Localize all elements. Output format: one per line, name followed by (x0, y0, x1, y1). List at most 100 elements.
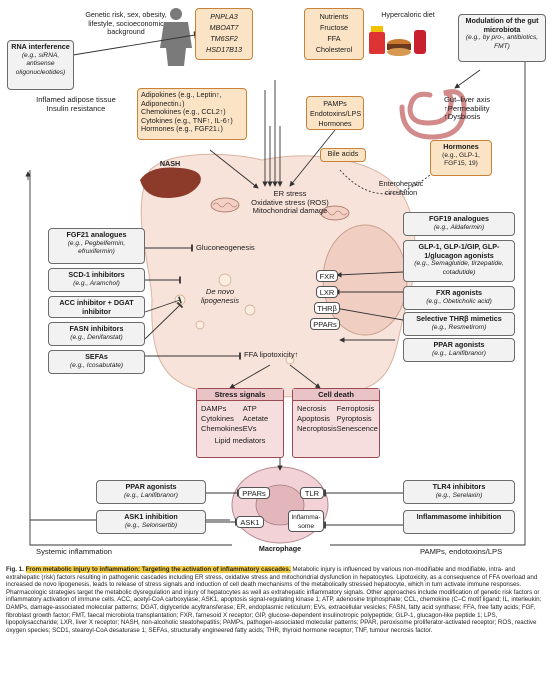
ask1-inhibition-title: ASK1 inhibition (124, 512, 178, 521)
adipose-label: Inflamed adipose tissue Insulin resistan… (36, 95, 116, 113)
receptor-fxr: FXR (316, 270, 338, 282)
gut-modulation-sub: (e.g., by pro-, antibiotics, FMT) (465, 34, 539, 50)
inflammasome-inhibition-box: Inflammasome inhibition (403, 510, 515, 534)
lipid-droplet (218, 273, 232, 287)
adipokines-box: Adipokines (e.g., Leptin↑, Adiponectin↓)… (137, 88, 247, 140)
fgf21-box: FGF21 analogues (e.g., Pegbelfermin, efr… (48, 228, 145, 264)
cell-death-item: Necrosis (297, 404, 327, 413)
nutrient-item: Cholesterol (315, 45, 353, 54)
gut-modulation-box: Modulation of the gut microbiota (e.g., … (458, 14, 546, 62)
cell-death-item: Pyroptosis (336, 414, 372, 423)
thr-title: Selective THRβ mimetics (416, 314, 502, 323)
tlr4-box: TLR4 inhibitors (e.g., Serelaxin) (403, 480, 515, 504)
fasn-box: FASN inhibitors (e.g., Denifanstat) (48, 322, 145, 346)
fgf21-title: FGF21 analogues (66, 230, 127, 239)
figure-caption: Fig. 1. From metabolic injury to inflamm… (6, 566, 548, 634)
cell-death-item: Apoptosis (297, 414, 330, 423)
ppar-agonists-right-title: PPAR agonists (433, 340, 485, 349)
receptor-ppars: PPARs (310, 318, 340, 330)
cell-death-box: Cell death Necrosis Ferroptosis Apoptosi… (292, 388, 380, 458)
fgf21-sub: (e.g., Pegbelfermin, efruxifermin) (67, 239, 126, 256)
nutrient-item: FFA (327, 34, 341, 43)
sefas-sub: (e.g., Icosabutate) (69, 361, 124, 369)
adipokine-item: Chemokines (e.g., CCL2↑) (141, 107, 226, 117)
fxr-agonists-title: FXR agonists (436, 288, 482, 297)
fxr-agonists-sub: (e.g., Obeticholic acid) (426, 297, 492, 305)
lipid-droplet (195, 320, 205, 330)
ask1-inhibition-sub: (e.g., Selonsertib) (124, 521, 178, 529)
hormones-title: Hormones (443, 142, 479, 151)
pamps-item: Endotoxins/LPS (310, 109, 362, 118)
gene-item: HSD17B13 (206, 45, 242, 54)
macrophage-inflammasome: Inflamma-some (288, 510, 324, 532)
cell-death-title: Cell death (293, 389, 379, 401)
pamps-endotoxins-label: PAMPs, endotoxins/LPS (420, 547, 503, 556)
gluconeogenesis-label: Gluconeogenesis (196, 243, 255, 252)
fgf19-title: FGF19 analogues (429, 214, 489, 223)
stress-item: Mitochondrial damage (252, 206, 328, 216)
systemic-inflammation-label: Systemic inflammation (36, 547, 112, 556)
pamps-box: PAMPs Endotoxins/LPS Hormones (306, 96, 364, 130)
glp1-box: GLP-1, GLP-1/GIP, GLP-1/glucagon agonist… (403, 240, 515, 282)
caption-title: From metabolic injury to inflammation: T… (25, 566, 291, 573)
macrophage-label: Macrophage (258, 544, 302, 553)
ffa-lipotoxicity-label: FFA lipotoxicity↑ (244, 350, 299, 359)
fgf19-box: FGF19 analogues (e.g., Aldafermin) (403, 212, 515, 236)
stress-signal-item: Acetate (242, 414, 269, 423)
scd1-box: SCD-1 inhibitors (e.g., Aramchol) (48, 268, 145, 292)
acc-box: ACC inhibitor + DGAT inhibitor (48, 296, 145, 318)
fxr-agonists-box: FXR agonists (e.g., Obeticholic acid) (403, 286, 515, 310)
gut-liver-label: Gut–liver axis ↑Permeability ↑Dysbiosis (444, 95, 491, 122)
enterohepatic-label: Enterohepatic circulation (378, 179, 424, 197)
gene-item: MBOAT7 (209, 23, 239, 32)
caption-body: Metabolic injury is influenced by variou… (6, 566, 542, 634)
fasn-title: FASN inhibitors (69, 324, 124, 333)
sefas-box: SEFAs (e.g., Icosabutate) (48, 350, 145, 374)
cell-death-item: Ferroptosis (336, 404, 375, 413)
lipid-droplet (285, 355, 295, 365)
caption-fig: Fig. 1. (6, 566, 24, 573)
hormones-sub: (e.g., GLP-1, FGF15, 19) (442, 151, 480, 168)
scd1-sub: (e.g., Aramchol) (73, 279, 120, 287)
rna-interference-box: RNA interference (e.g., siRNA, antisense… (7, 40, 74, 90)
hypercaloric-label: Hypercaloric diet (381, 10, 435, 19)
macrophage-tlr: TLR (300, 487, 324, 499)
stress-signal-item: EVs (242, 424, 257, 433)
stress-item: Oxidative stress (ROS) (251, 197, 329, 207)
ppar-agonists-left-sub: (e.g., Lanifibranor) (124, 491, 178, 499)
gut-modulation-title: Modulation of the gut microbiota (465, 16, 539, 34)
de-novo-label: De novo lipogenesis (201, 287, 239, 305)
genetic-risk-label: Genetic risk, sex, obesity, lifestyle, s… (85, 10, 167, 37)
stress-item: ER stress (273, 189, 307, 198)
stress-signal-item: DAMPs (201, 404, 227, 413)
stress-list: ER stress Oxidative stress (ROS) Mitocho… (245, 189, 335, 216)
food-icon (369, 26, 426, 56)
sefas-title: SEFAs (85, 352, 108, 361)
cell-death-item: Necroptosis (297, 424, 337, 433)
stress-signals-title: Stress signals (197, 389, 283, 401)
adipokine-item: Hormones (e.g., FGF21↓) (141, 124, 223, 134)
fasn-sub: (e.g., Denifanstat) (70, 333, 123, 341)
stress-signals-box: Stress signals DAMPs ATP Cytokines Aceta… (196, 388, 284, 458)
stress-signal-item: ATP (242, 404, 257, 413)
gene-item: TM6SF2 (210, 34, 238, 43)
pamps-item: PAMPs (323, 99, 347, 108)
hormones-box: Hormones (e.g., GLP-1, FGF15, 19) (430, 140, 492, 176)
stress-signal-item: Lipid mediators (214, 436, 266, 445)
intestine-icon (399, 89, 467, 140)
receptor-lxr: LXR (316, 286, 338, 298)
ask1-inhibition-box: ASK1 inhibition (e.g., Selonsertib) (96, 510, 206, 534)
glp1-sub: (e.g., Semaglutide, tirzepatide, cotadut… (414, 260, 504, 276)
nutrient-item: Fructose (320, 23, 348, 32)
acc-title: ACC inhibitor + DGAT inhibitor (59, 298, 134, 316)
genes-box: PNPLA3 MBOAT7 TM6SF2 HSD17B13 (195, 8, 253, 60)
nash-label: NASH (159, 159, 181, 168)
adipokine-item: Cytokines (e.g., TNF↑, IL-6↑) (141, 115, 233, 125)
nutrient-item: Nutrients (319, 12, 349, 21)
tlr4-title: TLR4 inhibitors (432, 482, 486, 491)
nutrients-box: Nutrients Fructose FFA Cholesterol (304, 8, 364, 60)
ppar-agonists-left-title: PPAR agonists (125, 482, 177, 491)
inflammasome-inhibition-title: Inflammasome inhibition (416, 512, 502, 521)
macrophage-ppars: PPARs (238, 487, 270, 499)
gene-item: PNPLA3 (210, 12, 238, 21)
